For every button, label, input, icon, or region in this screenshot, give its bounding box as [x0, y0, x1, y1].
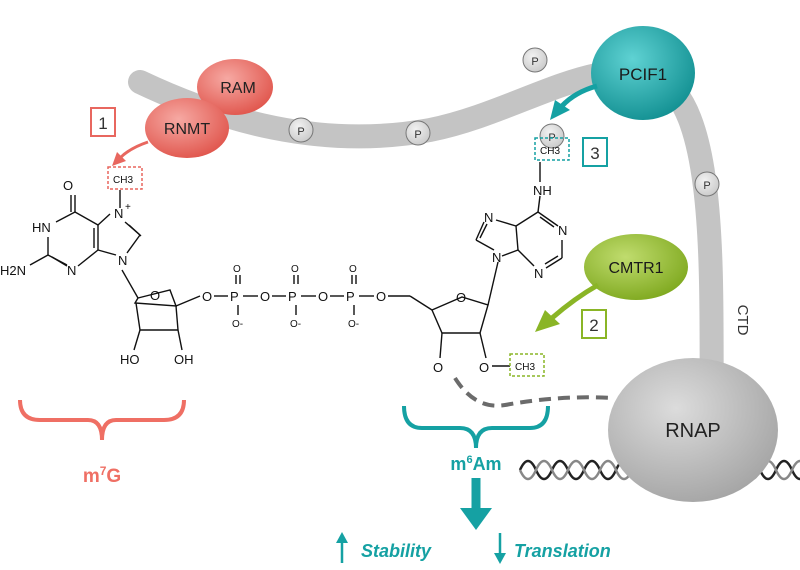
step-2-box: 2 — [581, 309, 607, 339]
svg-text:O-: O- — [232, 319, 243, 330]
step2-arrow — [535, 282, 600, 332]
effect-translation: Translation — [494, 533, 611, 564]
svg-text:N: N — [114, 206, 123, 221]
svg-text:O: O — [456, 290, 466, 305]
step-3-box: 3 — [582, 137, 608, 167]
svg-text:O: O — [318, 289, 328, 304]
phosphate-2: P — [405, 120, 431, 146]
svg-text:HN: HN — [32, 220, 51, 235]
m6am-effect-arrow — [460, 478, 492, 530]
svg-text:CH3: CH3 — [515, 362, 535, 373]
svg-text:O-: O- — [348, 319, 359, 330]
rna-chain-dashed — [453, 376, 613, 408]
svg-text:P: P — [230, 289, 239, 304]
svg-text:H2N: H2N — [0, 263, 26, 278]
svg-text:RNAP: RNAP — [665, 420, 721, 442]
svg-text:N: N — [534, 266, 543, 281]
svg-text:RAM: RAM — [220, 80, 256, 97]
rnap-enzyme: RNAP — [608, 358, 778, 502]
rnmt-enzyme: RNMT — [145, 98, 229, 158]
2o-methyl-box — [509, 353, 545, 377]
svg-text:+: + — [125, 202, 131, 213]
effect-stability: Stability — [336, 532, 432, 563]
ctd-tail — [128, 59, 724, 412]
m7g-brace: m7G — [18, 399, 186, 487]
phosphate-4: P — [539, 123, 565, 149]
phosphate-5: P — [694, 171, 720, 197]
svg-text:RNMT: RNMT — [164, 121, 210, 138]
svg-text:N: N — [484, 210, 493, 225]
m7g-methyl-box — [107, 166, 143, 190]
svg-text:N: N — [118, 253, 127, 268]
svg-text:3: 3 — [590, 144, 599, 163]
svg-text:N: N — [67, 263, 76, 278]
svg-text:O: O — [433, 360, 443, 375]
cap-structure: CH3 N + N O HN N H2N O HO — [0, 137, 570, 377]
svg-text:m7G: m7G — [83, 464, 121, 487]
svg-text:P: P — [703, 180, 710, 192]
svg-text:CMTR1: CMTR1 — [608, 260, 663, 277]
ram-enzyme: RAM — [197, 59, 273, 115]
m6am-brace: m6Am — [402, 405, 550, 474]
svg-text:N: N — [558, 223, 567, 238]
phosphate-3: P — [522, 47, 548, 73]
svg-text:O: O — [349, 264, 357, 275]
svg-text:O: O — [479, 360, 489, 375]
svg-text:P: P — [288, 289, 297, 304]
phosphate-1: P — [288, 117, 314, 143]
svg-text:O: O — [63, 178, 73, 193]
svg-text:Translation: Translation — [514, 541, 611, 561]
svg-text:HO: HO — [120, 352, 140, 367]
svg-text:N: N — [492, 250, 501, 265]
svg-text:CH3: CH3 — [113, 175, 133, 186]
svg-text:P: P — [346, 289, 355, 304]
svg-text:O: O — [260, 289, 270, 304]
svg-text:O: O — [202, 289, 212, 304]
pcif1-enzyme: PCIF1 — [591, 26, 695, 120]
step3-arrow — [550, 83, 598, 120]
svg-text:Stability: Stability — [361, 541, 432, 561]
svg-text:O: O — [150, 288, 160, 303]
svg-text:P: P — [414, 129, 421, 141]
step-1-box: 1 — [90, 107, 116, 137]
m6a-methyl-box — [534, 137, 570, 161]
svg-text:m6Am: m6Am — [450, 454, 501, 474]
svg-text:2: 2 — [589, 316, 598, 335]
svg-text:NH: NH — [533, 183, 552, 198]
svg-text:O: O — [376, 289, 386, 304]
ctd-label: CTD — [734, 305, 751, 336]
svg-text:CH3: CH3 — [540, 146, 560, 157]
svg-text:O: O — [233, 264, 241, 275]
svg-text:O-: O- — [290, 319, 301, 330]
svg-text:1: 1 — [98, 114, 107, 133]
svg-text:P: P — [297, 126, 304, 138]
svg-text:O: O — [291, 264, 299, 275]
cmtr1-enzyme: CMTR1 — [584, 234, 688, 300]
svg-text:OH: OH — [174, 352, 194, 367]
step1-arrow — [112, 140, 149, 166]
svg-text:PCIF1: PCIF1 — [619, 65, 667, 84]
svg-text:P: P — [531, 56, 538, 68]
